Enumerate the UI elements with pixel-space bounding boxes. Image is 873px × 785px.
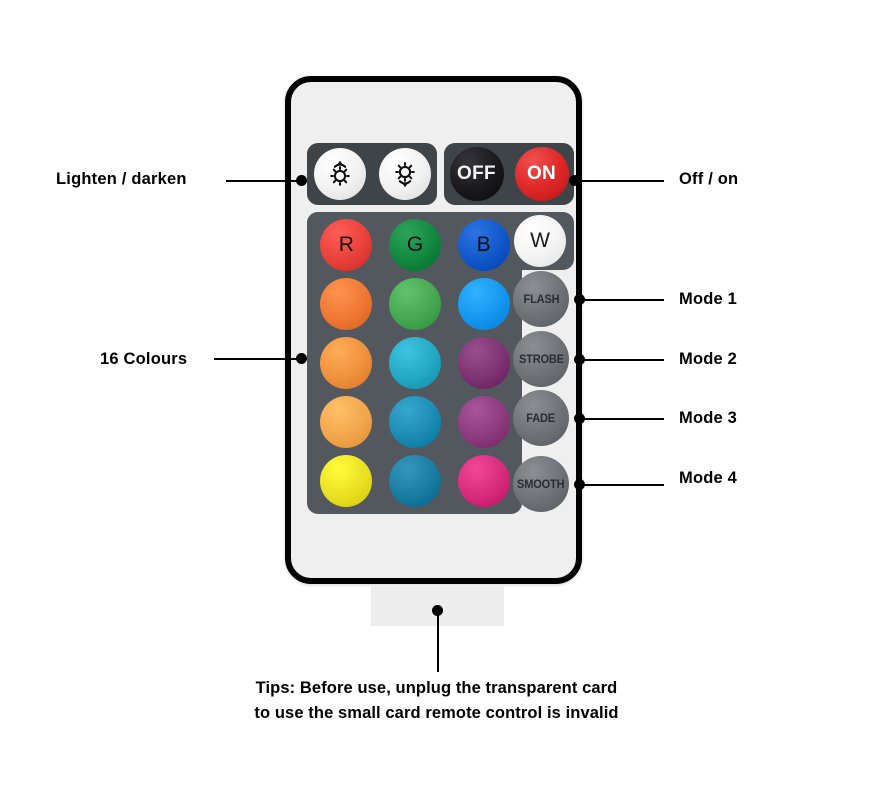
colour-blue-2[interactable] xyxy=(457,277,510,330)
mode-fade-button[interactable]: FADE xyxy=(513,390,569,446)
colour-blue-label: B xyxy=(476,232,491,256)
sun-up-arrow-icon xyxy=(329,160,350,186)
power-button-group: OFF ON xyxy=(444,143,574,205)
mode-strobe-label: STROBE xyxy=(518,352,564,366)
mode-fade-label: FADE xyxy=(526,411,556,425)
power-off-label: OFF xyxy=(457,163,496,184)
mode-flash-label: FLASH xyxy=(523,292,559,306)
leader-line-off-on xyxy=(573,180,664,182)
colour-teal[interactable] xyxy=(388,455,441,508)
colour-green-2[interactable] xyxy=(388,277,441,330)
callout-mode-2: Mode 2 xyxy=(679,350,738,368)
mode-flash-button[interactable]: FLASH xyxy=(513,271,569,327)
colour-blue[interactable]: B xyxy=(457,218,510,271)
callout-lighten-darken: Lighten / darken xyxy=(56,170,187,188)
colour-purple-2[interactable] xyxy=(457,396,510,449)
leader-dot-mode-4 xyxy=(574,479,585,490)
leader-dot-mode-3 xyxy=(574,413,585,424)
colour-orange-3[interactable] xyxy=(320,396,373,449)
colour-white[interactable]: W xyxy=(514,215,566,267)
colour-red-label: R xyxy=(338,232,354,256)
power-off-button[interactable]: OFF xyxy=(449,147,504,201)
power-on-button[interactable]: ON xyxy=(514,147,569,201)
callout-mode-1: Mode 1 xyxy=(679,290,738,308)
colour-magenta[interactable] xyxy=(457,455,510,508)
mode-strobe-button[interactable]: STROBE xyxy=(513,331,569,387)
leader-dot-mode-2 xyxy=(574,354,585,365)
leader-dot-off-on xyxy=(569,175,580,186)
leader-dot-mode-1 xyxy=(574,294,585,305)
colour-grid: R G B xyxy=(312,215,518,511)
leader-line-lighten-darken xyxy=(226,180,298,182)
sun-down-arrow-icon xyxy=(394,162,415,188)
leader-line-mode-1 xyxy=(578,299,664,301)
tips-line-2: to use the small card remote control is … xyxy=(254,704,619,722)
leader-line-16-colours xyxy=(214,358,298,360)
leader-dot-16-colours xyxy=(296,353,307,364)
colour-white-label: W xyxy=(530,229,550,252)
leader-dot-tips xyxy=(432,605,443,616)
colour-blue-3[interactable] xyxy=(388,396,441,449)
colour-green-label: G xyxy=(406,232,424,256)
callout-mode-3: Mode 3 xyxy=(679,409,738,427)
colour-orange-2[interactable] xyxy=(320,336,373,389)
colour-yellow[interactable] xyxy=(320,455,373,508)
lighten-button[interactable] xyxy=(313,148,366,200)
colour-cyan[interactable] xyxy=(388,336,441,389)
tips-line-1: Tips: Before use, unplug the transparent… xyxy=(255,679,618,697)
leader-line-mode-4 xyxy=(578,484,664,486)
callout-16-colours: 16 Colours xyxy=(100,350,188,368)
mode-smooth-label: SMOOTH xyxy=(517,477,565,491)
colour-green[interactable]: G xyxy=(388,218,441,271)
tips-text: Tips: Before use, unplug the transparent… xyxy=(0,676,873,726)
callout-off-on: Off / on xyxy=(679,170,739,188)
leader-dot-lighten-darken xyxy=(296,175,307,186)
darken-button[interactable] xyxy=(378,148,431,200)
colour-orange-1[interactable] xyxy=(320,277,373,330)
leader-line-mode-3 xyxy=(578,418,664,420)
power-on-label: ON xyxy=(526,163,557,184)
brightness-button-group xyxy=(307,143,437,205)
colour-purple-1[interactable] xyxy=(457,336,510,389)
mode-smooth-button[interactable]: SMOOTH xyxy=(513,456,569,512)
leader-line-tips xyxy=(437,610,439,672)
colour-red[interactable]: R xyxy=(320,218,373,271)
callout-mode-4: Mode 4 xyxy=(679,469,738,487)
leader-line-mode-2 xyxy=(578,359,664,361)
